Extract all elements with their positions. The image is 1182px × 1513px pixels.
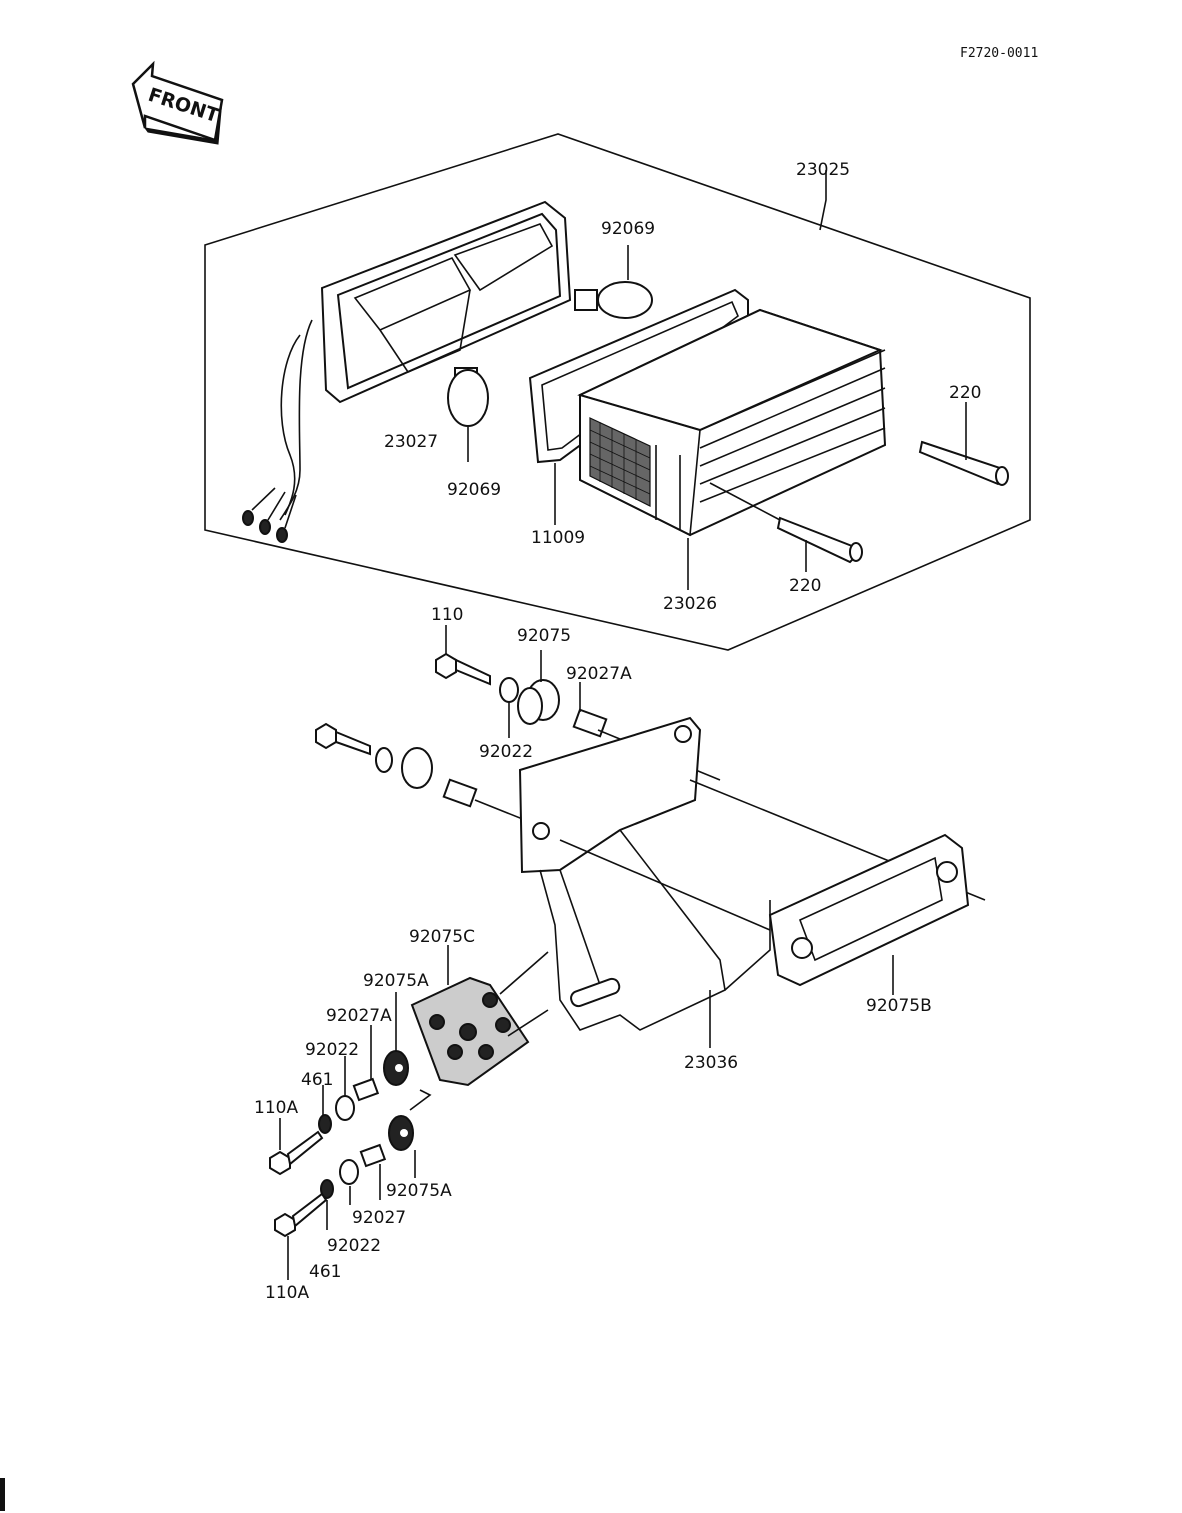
label-23036: 23036 <box>684 1053 738 1073</box>
label-92075A-upper: 92075A <box>363 971 429 991</box>
bulb-icon-top <box>574 245 653 319</box>
label-92022-mid: 92022 <box>305 1040 359 1060</box>
label-110: 110 <box>431 605 463 625</box>
bolt-110 <box>435 625 491 686</box>
front-arrow-icon: FRONT <box>131 60 224 145</box>
lower-hardware-upper-stack <box>269 992 432 1176</box>
label-92069-bottom: 92069 <box>447 480 501 500</box>
label-461-upper: 461 <box>301 1070 333 1090</box>
screw-220-bottom <box>709 482 863 572</box>
label-220-top: 220 <box>949 383 981 403</box>
label-92069-top: 92069 <box>601 219 655 239</box>
reflector-hatch <box>589 422 651 500</box>
label-110A-lower: 110A <box>265 1283 309 1303</box>
margin-mark <box>0 1478 5 1511</box>
assembly-outline <box>204 133 1031 651</box>
leader-23025 <box>819 170 827 231</box>
label-92022-lower: 92022 <box>327 1236 381 1256</box>
label-23025: 23025 <box>796 160 850 180</box>
wire-connectors <box>242 487 297 543</box>
lens-23027 <box>279 200 572 521</box>
label-110A-upper: 110A <box>254 1098 298 1118</box>
label-92075B: 92075B <box>866 996 932 1016</box>
label-23026: 23026 <box>663 594 717 614</box>
label-461-lower: 461 <box>309 1262 341 1282</box>
label-11009: 11009 <box>531 528 585 548</box>
grommet-92075 <box>517 650 560 725</box>
label-220-bottom: 220 <box>789 576 821 596</box>
cushion-92075C <box>410 945 549 1087</box>
label-92027A-mid: 92027A <box>326 1006 392 1026</box>
collar-left <box>442 778 478 808</box>
grommet-left <box>401 747 433 789</box>
bulb-icon-bottom <box>447 367 489 462</box>
drawing-code: F2720-0011 <box>960 46 1038 61</box>
label-92075: 92075 <box>517 626 571 646</box>
housing-23026 <box>577 308 887 590</box>
collar-92027A-top <box>572 682 608 738</box>
label-92022-top: 92022 <box>479 742 533 762</box>
washer-92022-top <box>499 677 519 703</box>
label-92075A-lower: 92075A <box>386 1181 452 1201</box>
lower-hardware-lower-stack <box>274 1115 416 1280</box>
screw-220-top <box>918 402 1009 486</box>
label-92027A-top: 92027A <box>566 664 632 684</box>
label-92027: 92027 <box>352 1208 406 1228</box>
washer-left <box>375 747 393 773</box>
label-23027: 23027 <box>384 432 438 452</box>
bolt-left <box>315 722 371 756</box>
label-92075C: 92075C <box>409 927 475 947</box>
base-92075B <box>768 833 970 995</box>
